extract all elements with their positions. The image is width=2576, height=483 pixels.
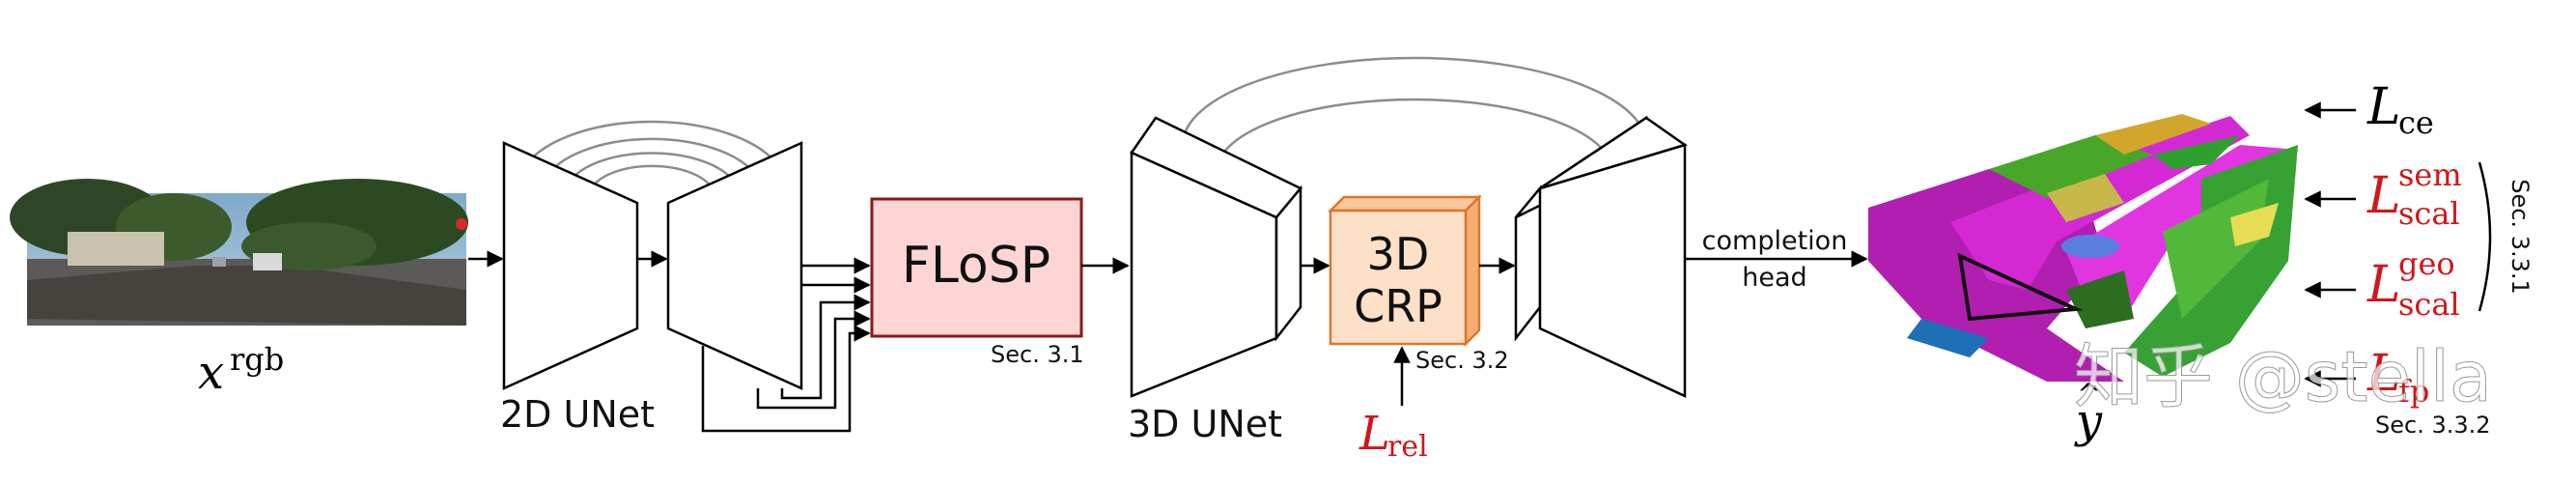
loss-sem-scal: L sem scal bbox=[2304, 156, 2462, 232]
unet3d-label: 3D UNet bbox=[1128, 403, 1282, 445]
loss-ce: L ce bbox=[2304, 78, 2434, 141]
crp-label-line2: CRP bbox=[1354, 280, 1442, 332]
loss-ce-symbol: L bbox=[2366, 78, 2401, 136]
loss-geo-scal: L geo scal bbox=[2304, 245, 2460, 323]
loss-fp-subscript: fp bbox=[2398, 373, 2429, 410]
loss-rel-subscript: rel bbox=[1387, 430, 1428, 464]
input-variable-superscript: rgb bbox=[230, 341, 284, 378]
loss-geo-symbol: L bbox=[2366, 256, 2401, 314]
unet2d-encoder bbox=[502, 141, 639, 390]
loss-sem-symbol: L bbox=[2366, 167, 2401, 225]
loss-geo-superscript: geo bbox=[2398, 245, 2455, 282]
input-variable-label: x bbox=[198, 346, 224, 400]
output-variable-hat: ^ bbox=[2077, 378, 2101, 412]
unet3d-decoder bbox=[1514, 115, 1688, 398]
output-semantic-scene bbox=[1868, 114, 2298, 382]
sec-331-label: Sec. 3.3.1 bbox=[2506, 179, 2534, 295]
unet2d-block bbox=[502, 120, 803, 390]
completion-head-label-line2: head bbox=[1742, 263, 1806, 293]
loss-sem-superscript: sem bbox=[2398, 156, 2462, 193]
unet3d-skip-arc-outer bbox=[1181, 56, 1648, 146]
loss-geo-subscript: scal bbox=[2398, 286, 2460, 323]
output-variable-label: y bbox=[2074, 394, 2103, 448]
unet3d-block bbox=[1130, 56, 1648, 398]
input-rgb-image bbox=[10, 179, 468, 326]
loss-fp-symbol: L bbox=[2366, 345, 2401, 403]
sec-331-bracket bbox=[2478, 161, 2492, 312]
unet2d-skip-arcs bbox=[525, 120, 778, 190]
loss-fp: L fp bbox=[2304, 345, 2429, 410]
loss-rel-symbol: L bbox=[1358, 407, 1390, 461]
multiscale-feature-arrows bbox=[701, 257, 871, 433]
flosp-section-ref: Sec. 3.1 bbox=[991, 341, 1084, 368]
unet2d-label: 2D UNet bbox=[500, 393, 655, 436]
watermark-text: 知乎 @stella bbox=[2074, 336, 2492, 417]
flosp-label: FLoSP bbox=[902, 237, 1050, 295]
unet2d-decoder bbox=[666, 141, 803, 390]
unet3d-skip-arc-inner bbox=[1215, 98, 1614, 173]
crp-section-ref: Sec. 3.2 bbox=[1415, 347, 1509, 374]
crp-label-line1: 3D bbox=[1367, 228, 1430, 280]
completion-head-label-line1: completion bbox=[1702, 226, 1848, 256]
sec-332-label: Sec. 3.3.2 bbox=[2375, 412, 2491, 439]
loss-sem-subscript: scal bbox=[2398, 195, 2460, 232]
crp-cube bbox=[1327, 193, 1483, 348]
flosp-block bbox=[870, 197, 1083, 338]
loss-ce-subscript: ce bbox=[2398, 104, 2434, 141]
